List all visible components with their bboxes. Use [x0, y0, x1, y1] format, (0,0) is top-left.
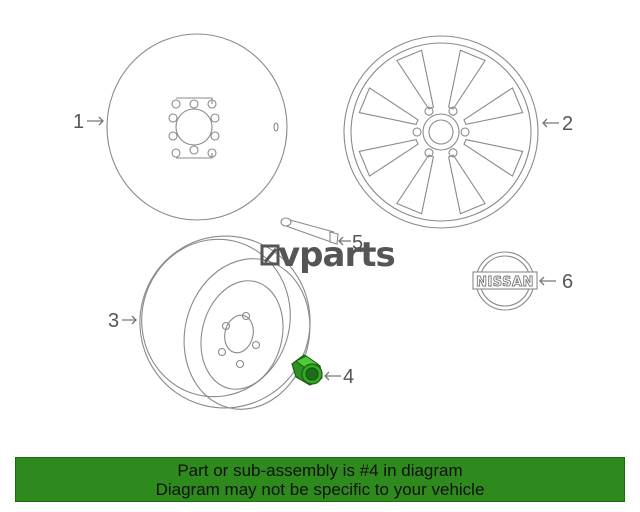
callout-2: 2 [542, 113, 573, 135]
callout-3-number: 3 [108, 310, 119, 332]
wheel-lug-holes [412, 106, 470, 158]
part-4-lug-nut[interactable] [291, 354, 323, 386]
callout-5-number: 5 [352, 232, 363, 254]
part-5-valve-stem[interactable] [280, 217, 339, 245]
wheel-spoke-window [396, 154, 435, 215]
callout-5-arrow [338, 236, 351, 246]
callout-6-arrow [539, 276, 556, 286]
banner-line-1: Part or sub-assembly is #4 in diagram [177, 460, 463, 480]
lug-hole [412, 127, 422, 137]
wheel-spokes [358, 49, 524, 215]
watermark-text: vparts [278, 235, 395, 275]
wheel-spoke-window [358, 138, 419, 177]
callout-6-number: 6 [562, 271, 573, 293]
callout-1-number: 1 [73, 111, 84, 133]
callout-2-arrow [542, 118, 559, 128]
part-2-alloy-wheel[interactable] [343, 35, 539, 229]
callout-3: 3 [108, 310, 137, 332]
lug-hole [424, 148, 434, 158]
lug-hole [448, 148, 458, 158]
callout-5: 5 [338, 232, 363, 254]
part-3-spare-wheel[interactable] [122, 218, 329, 426]
callout-3-arrow [122, 315, 137, 325]
watermark-logo-icon [260, 244, 280, 266]
wheel-spoke-window [358, 87, 419, 126]
lug-hole [424, 106, 434, 116]
callout-1-arrow [87, 116, 104, 126]
watermark: vparts [260, 235, 396, 275]
callout-2-number: 2 [562, 113, 573, 135]
wheel-spoke-window [447, 49, 486, 110]
wheel-spoke-window [396, 49, 435, 110]
emblem-label: NISSAN [476, 275, 534, 290]
callout-4: 4 [324, 366, 354, 388]
lug-hole [448, 106, 458, 116]
wheel-spoke-window [447, 154, 486, 215]
callout-4-number: 4 [343, 366, 354, 388]
wheel-spoke-window [463, 138, 524, 177]
wheel-spoke-window [463, 87, 524, 126]
part-1-wheel-cover[interactable] [106, 33, 288, 221]
callout-6: 6 [539, 271, 573, 293]
callout-4-arrow [324, 371, 341, 381]
part-6-nissan-emblem[interactable]: NISSAN [472, 251, 538, 311]
banner-line-2: Diagram may not be specific to your vehi… [155, 479, 485, 499]
callout-1: 1 [73, 111, 104, 133]
info-banner: Part or sub-assembly is #4 in diagram Di… [15, 457, 625, 502]
lug-hole [460, 127, 470, 137]
